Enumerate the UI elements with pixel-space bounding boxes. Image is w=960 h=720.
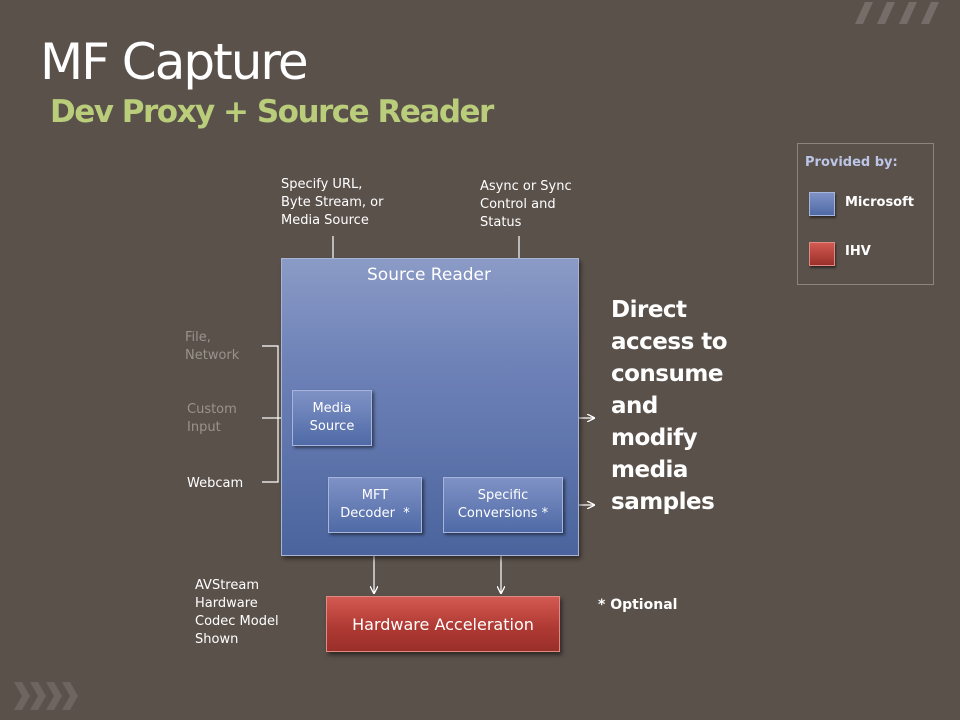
optional-note: * Optional: [598, 597, 678, 613]
specify-source-note: Specify URL, Byte Stream, or Media Sourc…: [281, 176, 383, 230]
file-network-line-1: File,: [185, 330, 211, 345]
slide-subtitle: Dev Proxy + Source Reader: [50, 94, 494, 130]
file-network-line-2: Network: [185, 348, 240, 363]
avstream-line-1: AVStream: [195, 578, 259, 593]
direct-line-1: Direct: [611, 297, 687, 323]
custom-input-line-1: Custom: [187, 402, 237, 417]
async-line-2: Control and: [480, 197, 556, 212]
media-source-line-2: Source: [309, 419, 355, 434]
input-file-network: File, Network: [185, 329, 239, 365]
slide-title: MF Capture: [40, 33, 309, 91]
input-webcam: Webcam: [187, 476, 244, 491]
hardware-acceleration-node: Hardware Acceleration: [326, 596, 560, 652]
avstream-line-3: Codec Model: [195, 614, 279, 629]
async-control-note: Async or Sync Control and Status: [480, 178, 572, 232]
legend-swatch-microsoft: [809, 192, 835, 216]
specific-conversions-node: Specific Conversions *: [443, 477, 563, 533]
input-custom: Custom Input: [187, 401, 237, 437]
legend-label-microsoft: Microsoft: [845, 195, 914, 210]
legend-title: Provided by:: [805, 155, 898, 170]
direct-access-note: Direct access to consume and modify medi…: [611, 294, 741, 518]
specify-line-3: Media Source: [281, 213, 369, 228]
legend-swatch-ihv: [809, 242, 835, 266]
async-line-1: Async or Sync: [480, 179, 572, 194]
mft-decoder-line-1: MFT: [361, 488, 389, 503]
avstream-line-2: Hardware: [195, 596, 258, 611]
avstream-note: AVStream Hardware Codec Model Shown: [195, 577, 279, 649]
mft-decoder-node: MFT Decoder *: [328, 477, 422, 533]
media-source-line-1: Media: [312, 401, 352, 416]
custom-input-line-2: Input: [187, 420, 221, 435]
direct-line-7: samples: [611, 489, 715, 515]
specify-line-1: Specify URL,: [281, 177, 363, 192]
media-source-node: Media Source: [292, 390, 372, 446]
avstream-line-4: Shown: [195, 632, 239, 647]
specify-line-2: Byte Stream, or: [281, 195, 384, 210]
specific-conversions-line-1: Specific: [477, 488, 529, 503]
direct-line-4: and: [611, 393, 658, 419]
decorative-stripes: [855, 2, 939, 24]
decorative-chevrons: [14, 682, 78, 710]
async-line-3: Status: [480, 215, 522, 230]
direct-line-6: media: [611, 457, 688, 483]
legend-box: [797, 143, 934, 285]
mft-decoder-line-2: Decoder *: [340, 506, 410, 521]
direct-line-5: modify: [611, 425, 698, 451]
direct-line-2: access to: [611, 329, 728, 355]
legend-label-ihv: IHV: [845, 244, 871, 259]
direct-line-3: consume: [611, 361, 723, 387]
source-reader-title: Source Reader: [367, 265, 491, 285]
specific-conversions-line-2: Conversions *: [457, 506, 549, 521]
